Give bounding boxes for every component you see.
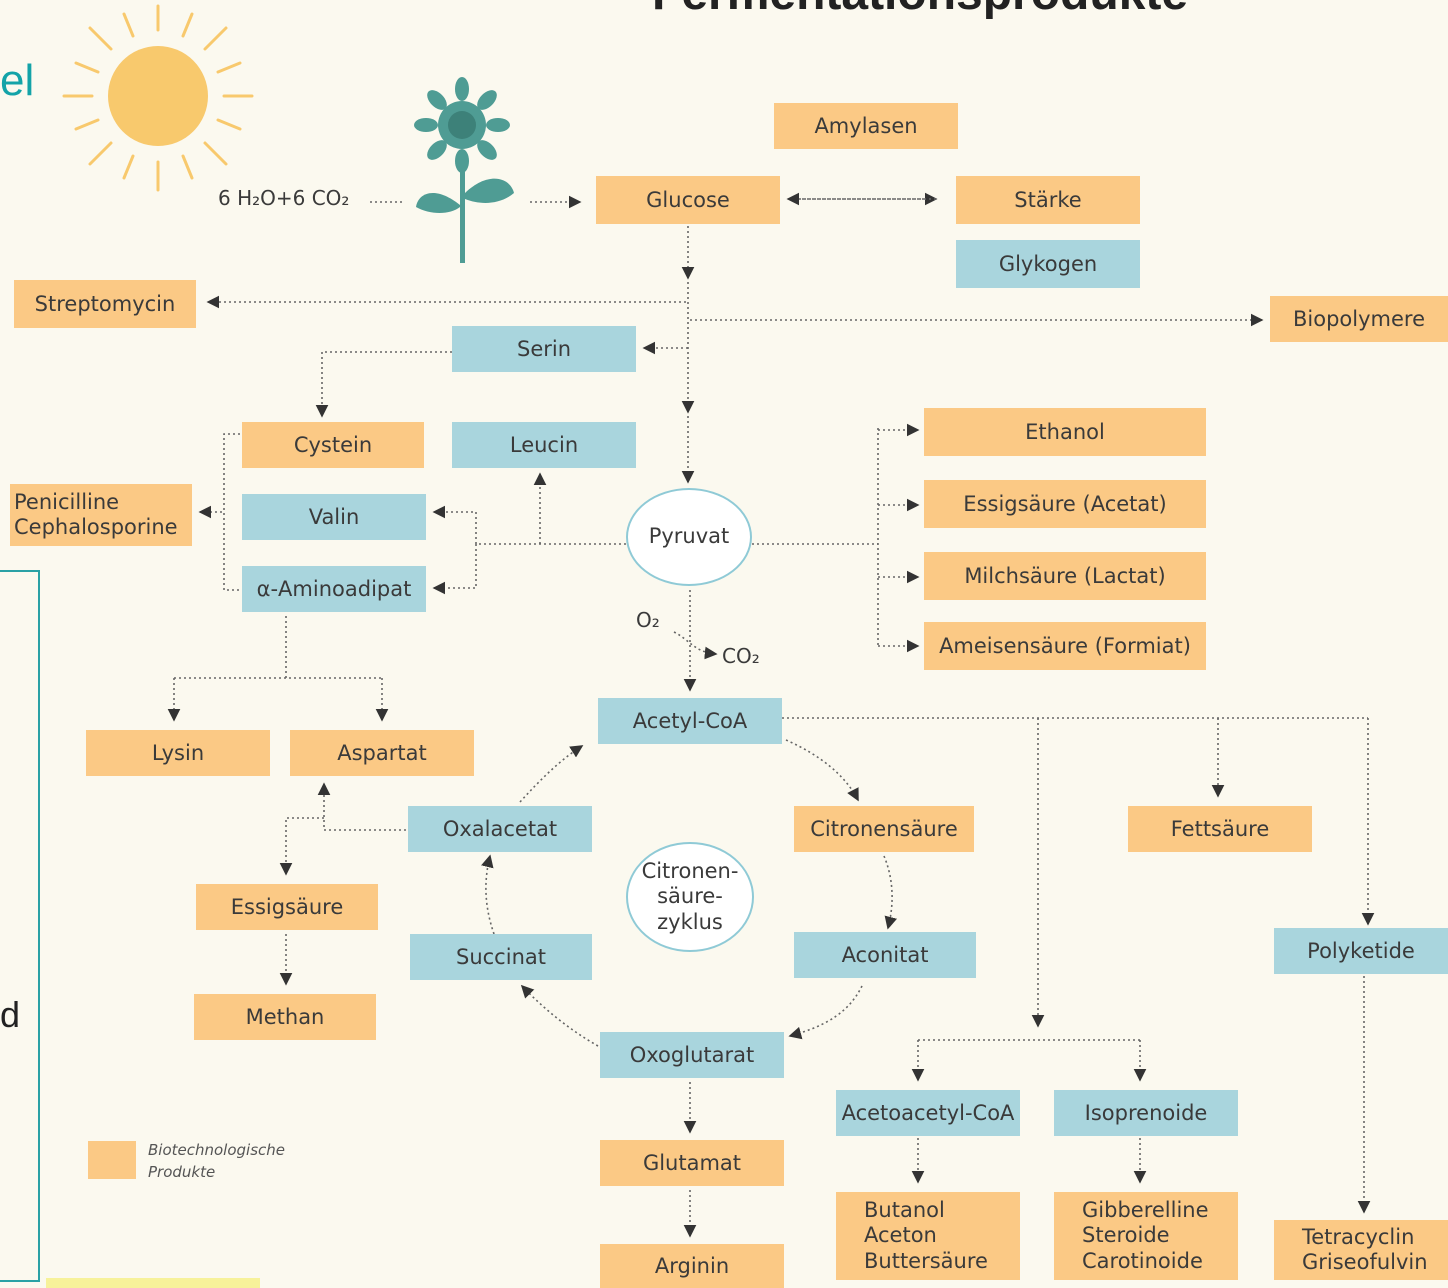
node-butanol: Butanol Aceton Buttersäure [836, 1192, 1020, 1280]
node-oxalacetat: Oxalacetat [408, 806, 592, 852]
node-succinat: Succinat [410, 934, 592, 980]
node-glutamat: Glutamat [600, 1140, 784, 1186]
node-acetoacetylcoa: Acetoacetyl-CoA [836, 1090, 1020, 1136]
node-staerke: Stärke [956, 176, 1140, 224]
node-penicilline: Penicilline Cephalosporine [10, 484, 192, 546]
node-oxoglutarat: Oxoglutarat [600, 1032, 784, 1078]
side-text-frame [0, 570, 40, 1282]
node-valin: Valin [242, 494, 426, 540]
node-tetracyclin: Tetracyclin Griseofulvin [1274, 1220, 1448, 1280]
node-glucose: Glucose [596, 176, 780, 224]
node-polyketide: Polyketide [1274, 928, 1448, 974]
cut-off-text-fragment: d [0, 994, 21, 1035]
node-citronensaeurezyklus: Citronen- säure- zyklus [626, 842, 754, 952]
sun-icon [62, 4, 254, 192]
node-gibberelline: Gibberelline Steroide Carotinoide [1054, 1192, 1238, 1280]
legend-label: Biotechnologische Produkte [148, 1141, 286, 1181]
node-lactat: Milchsäure (Lactat) [924, 552, 1206, 600]
sunflower-icon [414, 77, 514, 263]
node-arginin: Arginin [600, 1244, 784, 1288]
oxygen-label: O₂ [636, 608, 660, 632]
node-citronensaeure: Citronensäure [794, 806, 974, 852]
node-methan: Methan [194, 994, 376, 1040]
photosynthesis-label: 6 H₂O+6 CO₂ [218, 186, 350, 210]
node-acetat: Essigsäure (Acetat) [924, 480, 1206, 528]
node-leucin: Leucin [452, 422, 636, 468]
node-glykogen: Glykogen [956, 240, 1140, 288]
node-serin: Serin [452, 326, 636, 372]
node-streptomycin: Streptomycin [14, 280, 196, 328]
node-aminoadipat: α-Aminoadipat [242, 566, 426, 612]
node-acetylcoa: Acetyl-CoA [598, 698, 782, 744]
node-amylasen: Amylasen [774, 103, 958, 149]
highlight-strip [46, 1278, 260, 1288]
node-aconitat: Aconitat [794, 932, 976, 978]
node-isoprenoide: Isoprenoide [1054, 1090, 1238, 1136]
node-fettsaeure: Fettsäure [1128, 806, 1312, 852]
cut-off-heading-fragment: el [0, 56, 35, 105]
node-biopolymere: Biopolymere [1270, 296, 1448, 342]
node-ethanol: Ethanol [924, 408, 1206, 456]
node-cystein: Cystein [242, 422, 424, 468]
page-title: Fermentationsprodukte [652, 0, 1188, 21]
node-essigsaeure: Essigsäure [196, 884, 378, 930]
node-pyruvat: Pyruvat [626, 488, 752, 586]
node-aspartat: Aspartat [290, 730, 474, 776]
legend-swatch [88, 1141, 136, 1179]
node-lysin: Lysin [86, 730, 270, 776]
node-formiat: Ameisensäure (Formiat) [924, 622, 1206, 670]
co2-label: CO₂ [722, 644, 760, 668]
